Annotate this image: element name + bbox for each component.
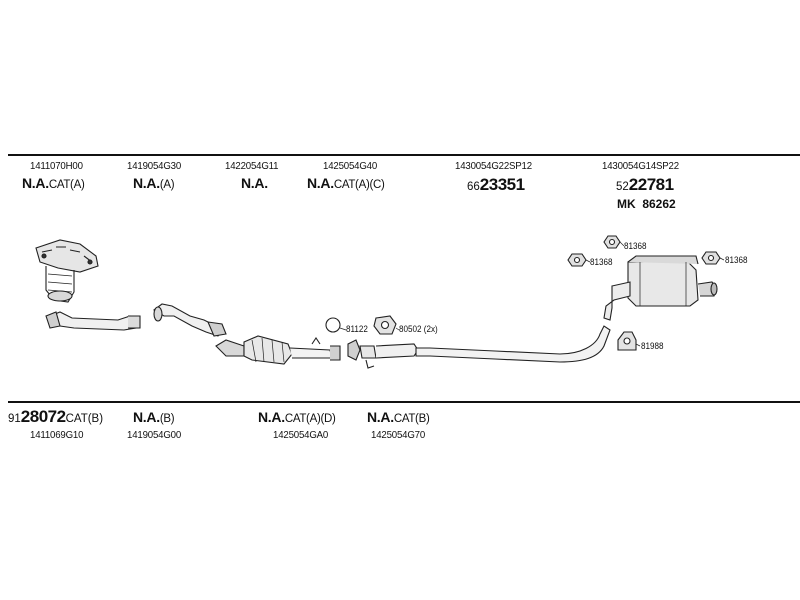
hanger-c	[701, 251, 721, 265]
bent-pipe	[153, 303, 227, 337]
mid-pipe	[347, 339, 419, 369]
order-number-label: 6623351	[467, 175, 525, 194]
availability-label: N.A.CAT(A)(C)	[307, 175, 385, 191]
part-number-label: 1425054G40	[323, 160, 378, 172]
rear-muffler	[603, 255, 718, 321]
order-number-label: 5222781	[616, 175, 674, 194]
part-number-label: 1430054G14SP22	[602, 160, 679, 172]
part-number-label: 1425054GA0	[273, 429, 329, 441]
clamp-part-label: 81122	[346, 324, 368, 334]
part-number-label: 1411069G10	[30, 429, 84, 441]
availability-label: N.A.	[241, 175, 268, 191]
part-number-label: 1419054G30	[127, 160, 182, 172]
part-number-label: 1411070H00	[30, 160, 83, 172]
availability-label: N.A.CAT(A)	[22, 175, 85, 191]
top-divider	[8, 154, 800, 156]
gasket-part-label: 80502 (2x)	[399, 324, 438, 334]
part-number-label: 1425054G70	[371, 429, 426, 441]
center-catalyst	[215, 335, 341, 365]
gasket	[373, 315, 397, 335]
availability-label: N.A.(A)	[133, 175, 175, 191]
hanger-part-label: 81368	[725, 255, 748, 265]
availability-label: N.A.CAT(B)	[367, 409, 430, 425]
clamp-ring	[325, 317, 341, 333]
manifold-catalyst	[35, 239, 99, 303]
bottom-divider	[8, 401, 800, 403]
bracket-part-label: 81988	[641, 341, 664, 351]
hanger-b	[567, 253, 587, 267]
availability-label: N.A.CAT(A)(D)	[258, 409, 336, 425]
part-number-label: 1422054G11	[225, 160, 279, 172]
front-pipe	[45, 311, 141, 331]
part-number-label: 1430054G22SP12	[455, 160, 532, 172]
part-number-label: 1419054G00	[127, 429, 182, 441]
kit-number-label: MK 86262	[617, 197, 676, 211]
availability-label: N.A.(B)	[133, 409, 175, 425]
hanger-part-label: 81368	[624, 241, 647, 251]
hanger-part-label: 81368	[590, 257, 613, 267]
rear-pipe	[415, 325, 611, 363]
bracket	[617, 331, 637, 351]
order-number-label: 9128072CAT(B)	[8, 407, 104, 426]
hanger-a	[603, 235, 621, 249]
